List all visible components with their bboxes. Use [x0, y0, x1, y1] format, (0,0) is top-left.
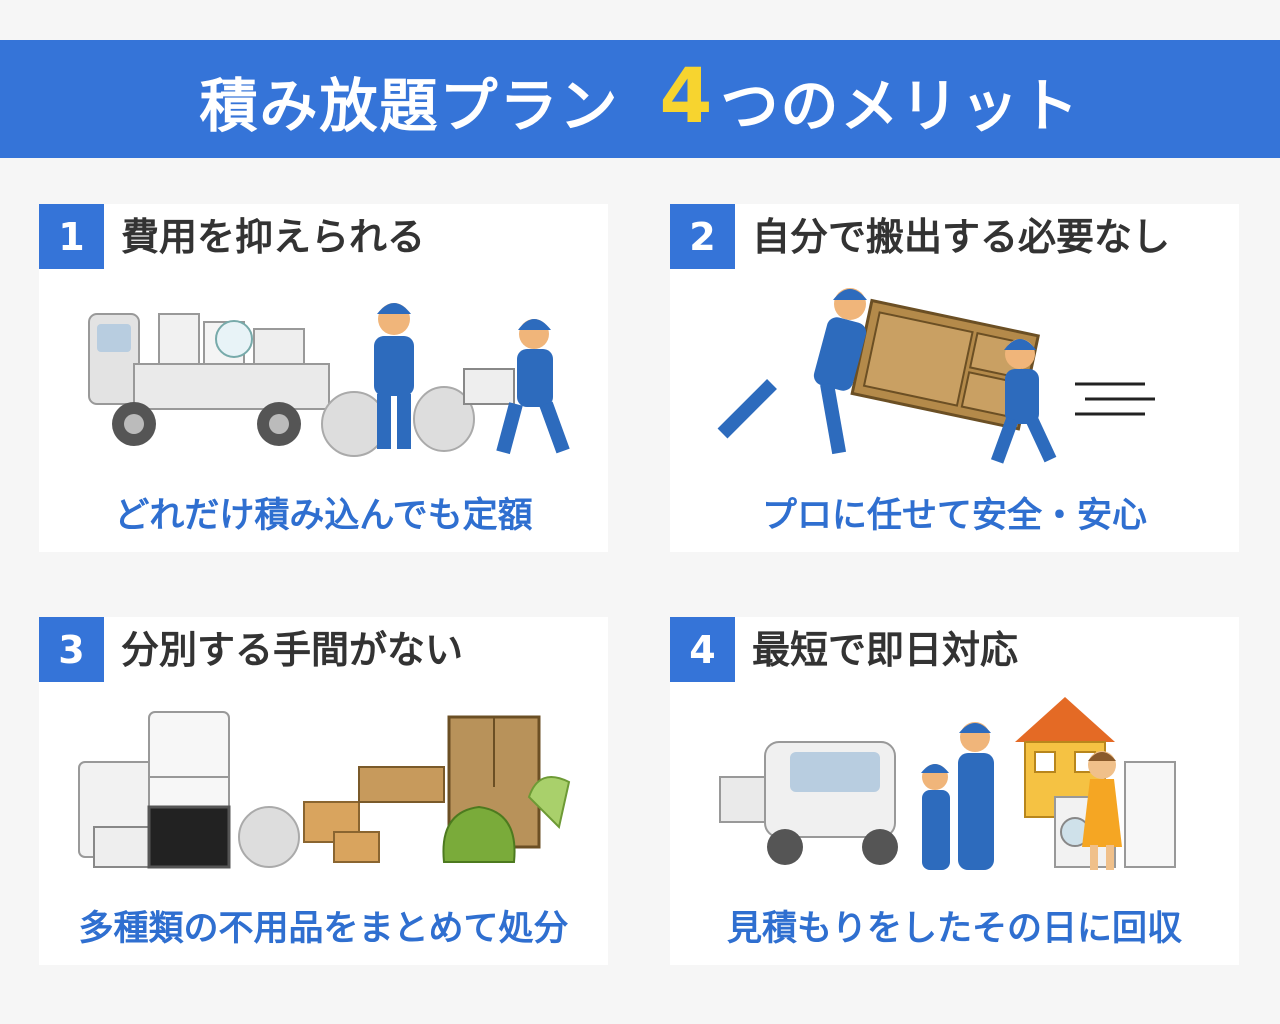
merit-number-3: 3	[39, 617, 104, 682]
workers-carrying-cabinet-icon	[717, 288, 1155, 464]
pile-of-furniture-icon	[78, 711, 571, 869]
merit-caption-4: 見積もりをしたその日に回収	[726, 909, 1182, 949]
merit-card-1: 1 費用を抑えられる どれだけ積み込んでも定額	[39, 204, 608, 552]
merit-number-2: 2	[670, 204, 735, 269]
header-title: 積み放題プラン	[199, 71, 620, 140]
merit-caption-3: 多種類の不用品をまとめて処分	[78, 909, 569, 949]
merit-title-3: 分別する手間がない	[121, 628, 464, 672]
truck-workers-house-icon	[719, 697, 1176, 870]
merit-number-1: 1	[39, 204, 104, 269]
merit-number-4: 4	[670, 617, 735, 682]
header-suffix: つのメリット	[720, 71, 1081, 140]
merit-title-2: 自分で搬出する必要なし	[752, 215, 1171, 259]
merit-card-2: 2 自分で搬出する必要なし プロに任せて安全・安心	[670, 204, 1239, 552]
merit-title-4: 最短で即日対応	[752, 628, 1019, 672]
merit-title-1: 費用を抑えられる	[121, 215, 426, 259]
merit-caption-2: プロに任せて安全・安心	[761, 496, 1147, 536]
merit-card-4: 4 最短で即日対応 見積もりをしたその日に回収	[670, 617, 1239, 965]
header-number: 4	[659, 50, 715, 140]
truck-and-workers-icon	[88, 303, 570, 457]
merit-card-3: 3 分別する手間がない 多種類の不用品をまとめて処分	[39, 617, 608, 965]
merit-caption-1: どれだけ積み込んでも定額	[114, 496, 533, 536]
